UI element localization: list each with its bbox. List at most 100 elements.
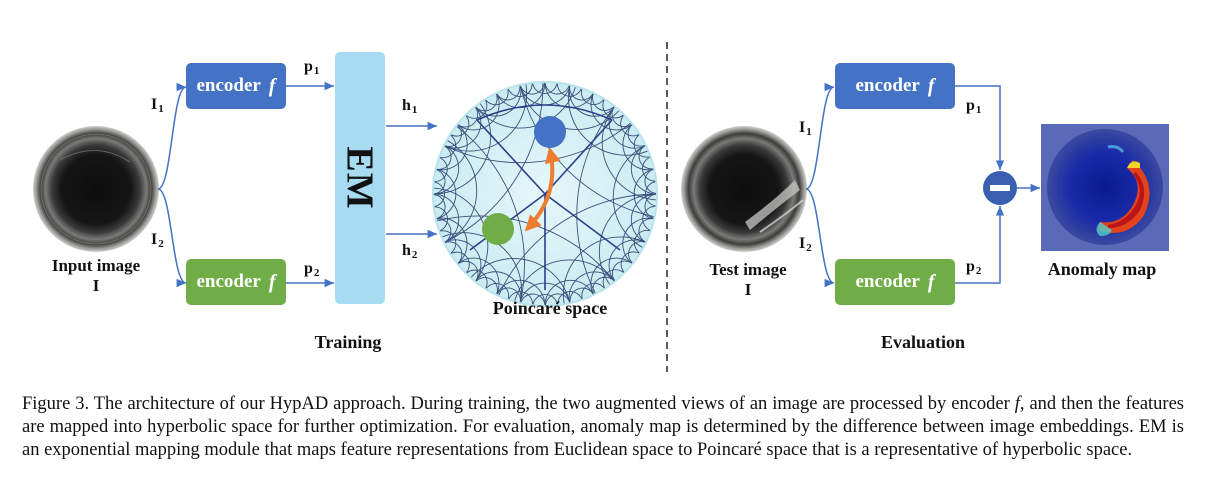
tiling-arc [450,251,470,274]
caption-text-1: Figure 3. The architecture of our HypAD … [22,394,1015,414]
tiling-arc [444,241,463,265]
tiling-arc [580,88,605,105]
branch-arrow-top [157,82,187,190]
tiling-arc [592,276,616,295]
tiling-arc [620,114,640,137]
tiling-arc [520,293,546,306]
figure-caption: Figure 3. The architecture of our HypAD … [22,393,1184,462]
tiling-arc [622,217,655,265]
tiling-arc [457,92,500,131]
caption-fn: f [1014,394,1020,414]
tiling-arc [645,181,657,207]
tiling-arc [569,287,595,304]
tiling-arc [474,84,522,117]
tiling-arc [457,257,500,296]
tiling-arc [590,257,633,296]
tiling-arc [439,230,457,254]
encoder-fn: f [927,74,935,97]
evaluation-section-label: Evaluation [880,332,966,352]
tiling-arc [485,88,509,106]
encoder-label: encoder [855,271,920,292]
label-h1: h1 [402,97,418,116]
subtract-operator-icon [983,171,1017,205]
architecture-diagram [33,42,1169,372]
tiling-arc [475,277,498,296]
tiling-arc [495,84,521,101]
label-I2: I2 [151,231,164,250]
tiling-arc [435,123,468,171]
tiling-arc [485,283,510,300]
tiling-arc [602,269,625,289]
tiling-arc [433,181,445,207]
tiling-arc [435,168,457,220]
tiling-arc [638,218,655,243]
tiling-arc [443,82,544,244]
label-eval-p1: p1 [966,97,982,116]
tiling-arc [612,144,647,249]
tiling-arc [622,123,655,171]
tiling-arc [644,193,657,219]
tiling-arc [443,124,462,147]
poincare-label: Poincaré space [492,298,608,318]
embedding-node-blue [534,116,566,148]
tiling-arc [630,144,657,195]
encoder-fn: f [927,270,935,293]
tiling-arc [602,98,625,119]
tiling-arc [581,282,605,300]
tiling-arc [433,193,460,244]
eval-branch-arrow-top [805,82,835,190]
embedding-node-green [482,213,514,245]
tiling-arc [545,293,571,306]
tiling-arc [519,82,545,95]
caption-text-2: , and then the features are mapped into … [22,394,1184,460]
tiling-arc [601,106,657,201]
tiling-arc [590,92,633,131]
tiling-arc [611,106,633,128]
label-p2: p2 [304,260,320,279]
tiling-arc [576,106,616,295]
tiling-arc [449,114,470,137]
input-image [33,126,159,252]
tiling-arc [568,271,616,304]
em-module: EM [335,52,385,304]
tiling-arc [628,241,647,264]
tiling-arc [642,206,657,231]
tiling-arc [544,82,570,95]
label-eval-p2: p2 [966,258,982,277]
label-eval-I2: I2 [799,235,812,254]
branch-arrow-bottom [157,188,187,288]
tiling-arc [435,218,452,244]
tiling-arc [642,156,657,182]
tiling-arc [435,145,452,170]
tiling-arc [611,260,633,282]
eval-p1-arrow [955,85,1005,170]
eval-p2-arrow [955,206,1005,284]
tiling-arc [443,239,482,282]
tiling-arc [630,193,657,244]
anomaly-heatmap-icon [1041,124,1169,251]
tiling-arc [433,144,460,195]
label-eval-I1: I1 [799,119,812,138]
tiling-arc [433,157,448,182]
encoder-label: encoder [855,75,920,96]
tiling-arc [532,82,558,94]
tiling-arc [433,194,446,220]
test-image [681,126,807,252]
anomaly-map-label: Anomaly map [1047,259,1157,279]
tiling-arc [519,84,655,218]
eval-encoder-top: encoder f [835,63,955,109]
tiling-arc [443,106,482,149]
label-I1: I1 [151,96,164,115]
label-h2: h2 [402,242,418,261]
poincare-disk [432,81,658,307]
tiling-arc [633,134,651,158]
encoder-label: encoder [196,271,261,292]
encoder-fn: f [268,270,276,293]
tiling-arc [457,106,479,128]
encoder-label: encoder [196,75,261,96]
tiling-arc [620,251,641,274]
tiling-arc [433,206,448,232]
